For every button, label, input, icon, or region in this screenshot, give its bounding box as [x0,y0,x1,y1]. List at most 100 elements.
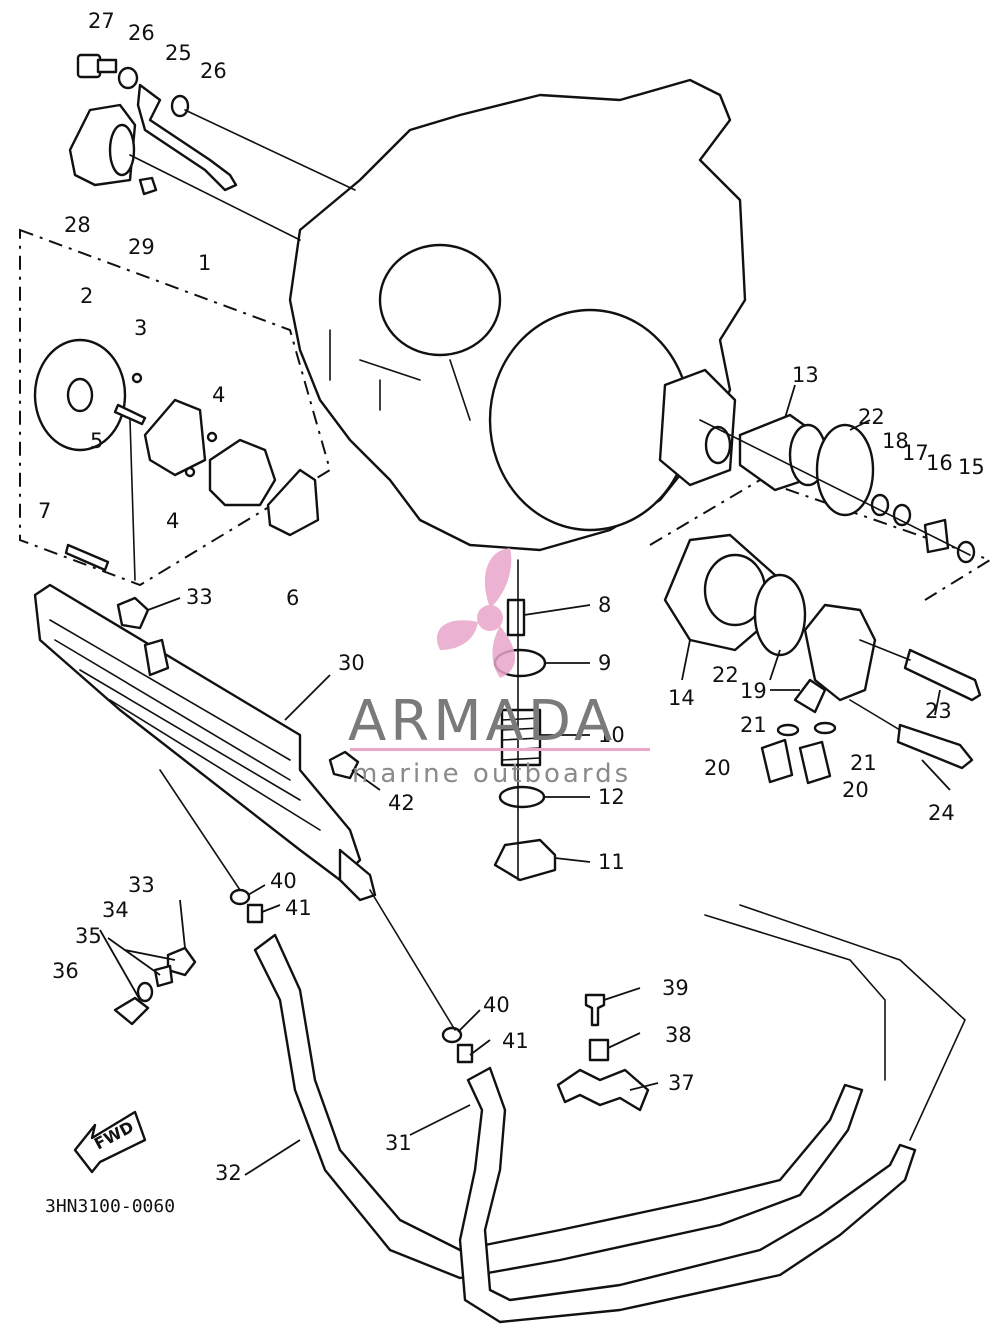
part-38-collar [588,1038,610,1062]
part-10-spring-coils [501,717,541,761]
hose-31-axis-line [369,889,456,1031]
part-21-o-ring-a [776,723,800,737]
callout-25: 25 [165,41,192,65]
watermark-divider [350,748,650,751]
callout-4a: 4 [212,383,225,407]
callout-9: 9 [598,651,611,675]
callout-20b: 20 [842,778,869,802]
filter-seat-ring [704,425,732,465]
callout-8: 8 [598,593,611,617]
callout-5: 5 [90,429,103,453]
callout-35: 35 [75,924,102,948]
part-19-nozzle [793,678,827,714]
callout-14: 14 [668,686,695,710]
callout-6: 6 [286,586,299,610]
part-31-oil-hose [458,1066,917,1324]
part-2-rotor-hub [66,377,94,413]
part-10-spring [500,708,542,767]
watermark-tagline: marine outboards [352,759,631,789]
part-41-collar-a [246,903,264,924]
watermark-brand: ARMADA [348,689,616,754]
part-6-pump-cover [266,468,320,537]
part-3-pin [131,372,143,384]
part-37-clamp [556,1068,650,1112]
part-7-long-bolt [64,543,110,572]
part-41-collar-b [456,1043,474,1064]
pump-body [208,438,277,507]
part-25-oil-pipe [136,83,238,192]
callout-11: 11 [598,850,625,874]
bolt-24-line [849,699,901,731]
part-39-bolt [584,993,606,1027]
part-5-screw [113,403,147,426]
part-42-nut [328,750,360,780]
callout-21a: 21 [740,713,767,737]
pipe-to-crankcase-line [184,109,356,191]
hose-guides [704,904,966,1141]
part-20-union-b [798,740,832,785]
callout-31: 31 [385,1131,412,1155]
part-18-washer [870,493,890,517]
callout-39: 39 [662,976,689,1000]
callout-2: 2 [80,284,93,308]
callout-34: 34 [102,898,129,922]
callout-17: 17 [902,441,929,465]
callout-33b: 33 [128,873,155,897]
part-32-oil-hose [253,933,864,1280]
part-27-bolt-shank [96,58,118,74]
callout-10: 10 [598,723,625,747]
part-16-spring [923,518,950,554]
propeller-logo-icon [436,548,515,678]
part-29-pin [138,176,158,196]
callout-23: 23 [925,699,952,723]
bolt-23-line [859,639,911,661]
crankcase-bore [378,243,502,357]
part-4-pin-b [184,466,196,478]
callout-26: 26 [128,21,155,45]
callout-33a: 33 [186,585,213,609]
callout-38: 38 [665,1023,692,1047]
cover-to-crankcase-line [129,154,301,241]
crankcase-ribs [329,329,471,421]
oil-pump-group-outline [19,228,332,587]
callout-29: 29 [128,235,155,259]
oil-cooler-outlet [338,848,377,902]
callout-21b: 21 [850,751,877,775]
callout-1: 1 [198,251,211,275]
callout-26b: 26 [200,59,227,83]
callout-36: 36 [52,959,79,983]
callout-20a: 20 [704,756,731,780]
part-11-cap [493,838,557,882]
drawing-code: 3HN3100-0060 [45,1196,175,1217]
part-33-grommet-top [116,596,150,630]
callout-40b: 40 [483,993,510,1017]
callout-7: 7 [38,499,51,523]
part-26-washer-b [170,94,190,118]
callout-18: 18 [882,429,909,453]
part-19-housing [803,603,877,702]
callout-19: 19 [740,679,767,703]
callout-32: 32 [215,1161,242,1185]
callout-22a: 22 [858,405,885,429]
callout-15: 15 [958,455,985,479]
part-22-o-ring-b [753,573,807,657]
part-35-washer [136,981,154,1003]
part-4-pin-a [206,431,218,443]
callout-4b: 4 [166,509,179,533]
callout-41b: 41 [502,1029,529,1053]
callout-12: 12 [598,785,625,809]
callout-37: 37 [668,1071,695,1095]
oil-cooler-fins [49,619,321,831]
part-15-cap [956,540,976,564]
pump-plate [143,398,207,477]
hose-32-axis-line [159,769,241,891]
part-24-bolt [896,723,974,770]
part-17-washer [892,503,912,527]
pump-axis-line [129,419,136,581]
callout-41a: 41 [285,896,312,920]
callout-24: 24 [928,801,955,825]
